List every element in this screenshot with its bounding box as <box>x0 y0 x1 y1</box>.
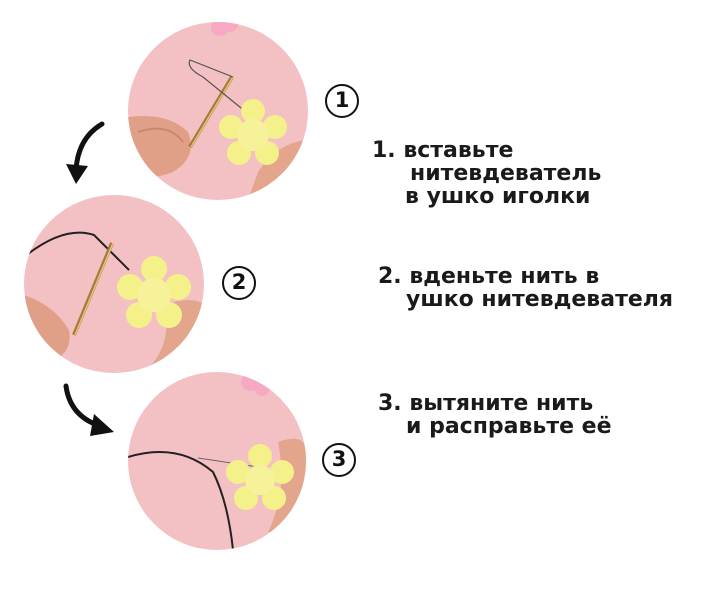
step-2-line-2: ушко нитевдевателя <box>406 287 673 312</box>
curved-arrow-icon <box>63 383 114 436</box>
step-1-line-1: 1. вставьте <box>372 138 514 163</box>
curved-arrow-icon <box>66 121 105 184</box>
step-3-line-1: 3. вытяните нить <box>378 391 594 416</box>
step-2-photo <box>24 195 204 373</box>
step-1-instruction: 1. вставьте нитевдеватель в ушко иголки <box>372 139 601 208</box>
step-3-instruction: 3. вытяните нить и расправьте её <box>378 392 612 438</box>
step-2-instruction: 2. вденьте нить в ушко нитевдевателя <box>378 265 673 311</box>
step-2-number-badge: 2 <box>222 266 256 300</box>
step-1-number-badge: 1 <box>325 84 359 118</box>
step-3-line-2: и расправьте её <box>406 414 612 439</box>
step-2-line-1: 2. вденьте нить в <box>378 264 600 289</box>
step-3-number-badge: 3 <box>322 443 356 477</box>
step-1-photo <box>128 22 308 200</box>
step-1-line-2: нитевдеватель <box>410 161 602 186</box>
step-3-photo <box>128 372 306 550</box>
step-1-line-3: в ушко иголки <box>405 184 591 209</box>
